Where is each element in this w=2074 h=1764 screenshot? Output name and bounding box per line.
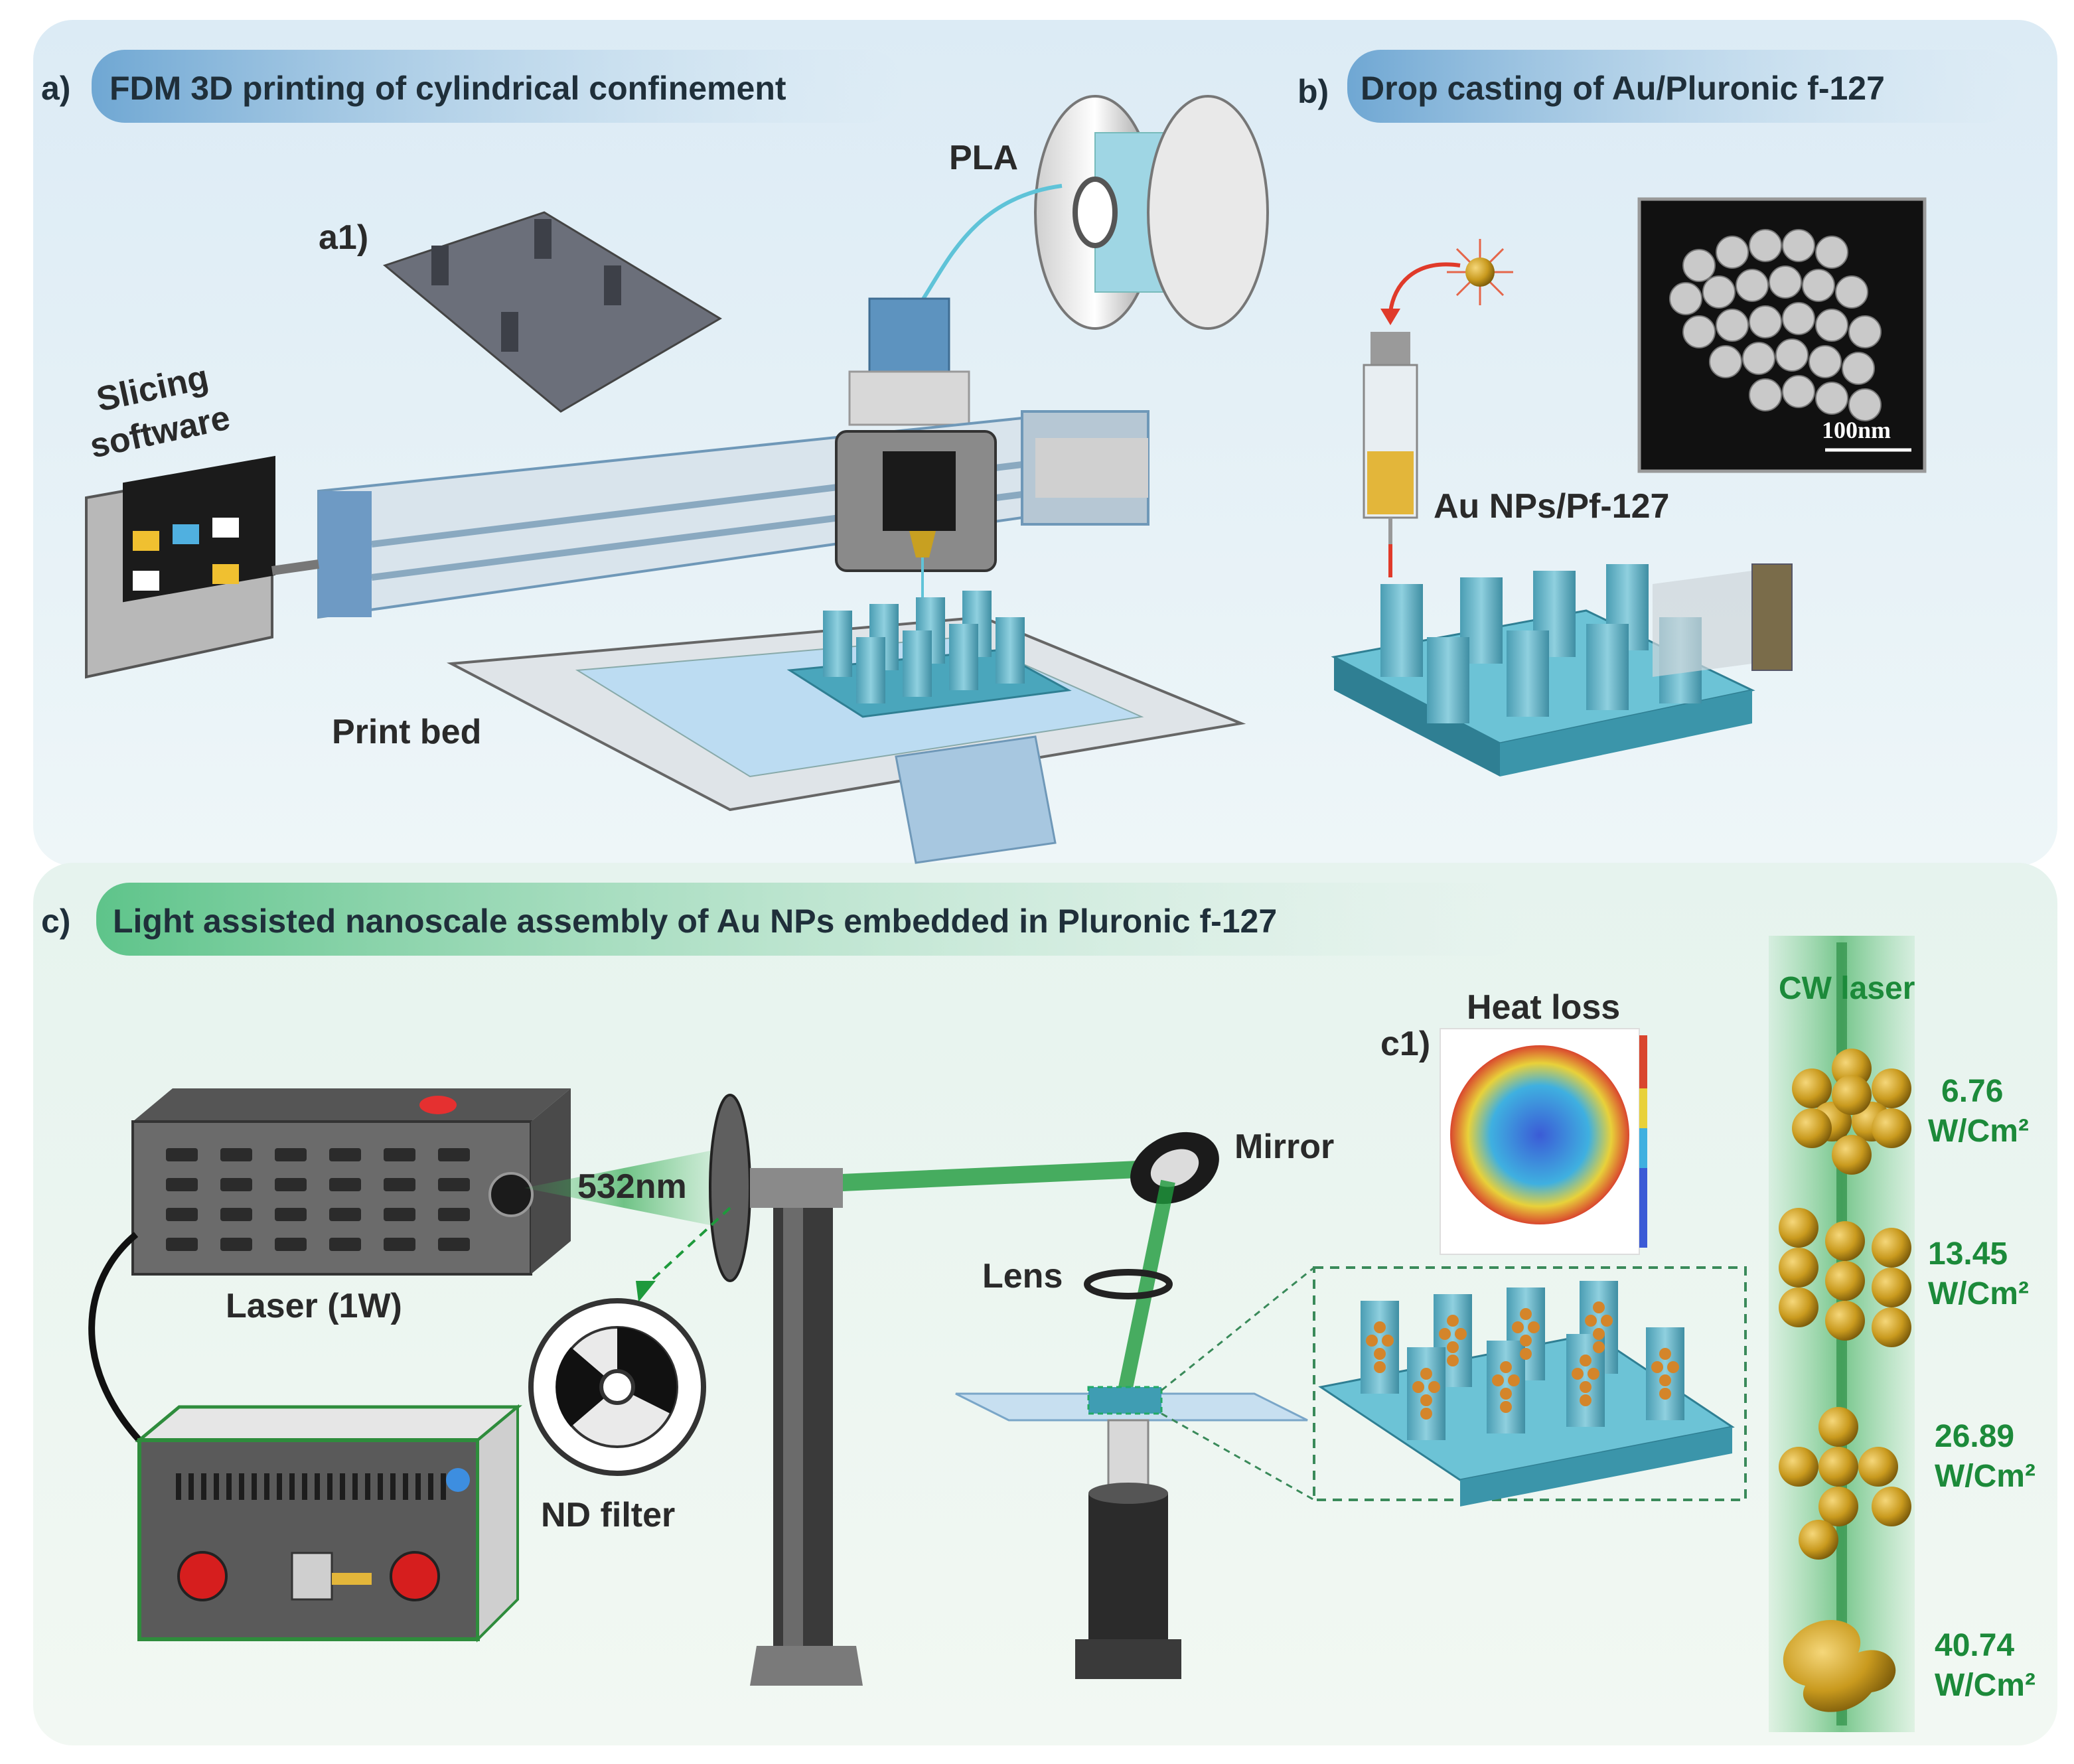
laser-cable (88, 1232, 142, 1443)
panel-b-banner (1347, 50, 2018, 123)
panel-c1-label: c1) (1380, 1025, 1430, 1063)
syringe (1363, 332, 1418, 577)
printed-plate-inset (382, 211, 722, 413)
power-value-4: 40.74 (1935, 1628, 2014, 1663)
sem-scale-bar: 100nm (1822, 417, 1891, 443)
mirror (1130, 1132, 1219, 1205)
extruder-motor (868, 297, 950, 373)
power-knob-left (177, 1551, 228, 1601)
filament-spool (1034, 95, 1269, 330)
panel-a-header: a) FDM 3D printing of cylindrical confin… (41, 50, 901, 123)
sem-particles (1669, 229, 1882, 421)
power-unit-1: W/Cm² (1928, 1114, 2029, 1149)
power-value-3: 26.89 (1935, 1419, 2014, 1454)
laser-setup-illustration: Laser (1W) 532nm ND filter (88, 936, 2036, 1732)
pla-label: PLA (949, 139, 1018, 177)
nanoparticle-arrow (1388, 262, 1461, 313)
panel-b-header: b) Drop casting of Au/Pluronic f-127 (1297, 50, 2018, 123)
nd-filter-wheel-icon (528, 1298, 706, 1476)
nd-filter-mount (709, 1094, 863, 1686)
panel-c-title: Light assisted nanoscale assembly of Au … (113, 903, 1277, 940)
panel-c-banner (96, 883, 1523, 956)
panel-c-letter: c) (41, 903, 70, 940)
sem-inset: 100nm (1637, 197, 1927, 473)
power-value-1: 6.76 (1941, 1074, 2003, 1109)
heat-loss-sphere (1450, 1045, 1629, 1224)
cw-laser-label: CW laser (1779, 971, 1915, 1006)
laser-vents (166, 1148, 470, 1251)
panel-a-banner (92, 50, 901, 123)
power-unit-2: W/Cm² (1928, 1276, 2029, 1311)
syringe-label: Au NPs/Pf-127 (1434, 487, 1669, 526)
sample-on-slide (1087, 1386, 1163, 1415)
lens (1084, 1269, 1173, 1299)
sample-stage (1075, 1419, 1181, 1679)
gold-cluster-1 (1792, 1049, 1911, 1175)
laser-beam-cone (524, 1148, 723, 1228)
panel-b-title: Drop casting of Au/Pluronic f-127 (1361, 70, 1885, 107)
power-knob-right (390, 1551, 440, 1601)
printed-plate-pillars (431, 219, 621, 352)
zoom-pillars (1361, 1281, 1684, 1440)
gold-nanoparticle-icon (1447, 239, 1513, 305)
zoom-box (1313, 1266, 1747, 1501)
power-unit-3: W/Cm² (1935, 1459, 2036, 1494)
laser-label: Laser (1W) (226, 1287, 402, 1325)
gold-cluster-2 (1779, 1208, 1911, 1347)
laser-source (131, 1088, 571, 1276)
printed-sample-pillars (823, 591, 1025, 703)
panel-b-letter: b) (1297, 73, 1329, 110)
drop-casting-illustration: Au NPs/Pf-127 100nm (1331, 197, 1927, 776)
power-supply-vents (176, 1473, 446, 1500)
power-unit-4: W/Cm² (1935, 1668, 2036, 1703)
nd-filter-label: ND filter (541, 1496, 675, 1534)
laser-power-supply (135, 1404, 522, 1643)
gold-cluster-4 (1783, 1620, 1896, 1712)
gold-cluster-3 (1779, 1407, 1911, 1560)
lens-label: Lens (982, 1257, 1063, 1295)
zoom-pillar-particles (1366, 1301, 1679, 1420)
wavelength-label: 532nm (577, 1167, 687, 1206)
panel-c-header: c) Light assisted nanoscale assembly of … (41, 883, 1523, 956)
power-value-2: 13.45 (1928, 1236, 2008, 1272)
nd-filter-pointer (642, 1207, 731, 1289)
mirror-label: Mirror (1234, 1128, 1334, 1166)
panel-a-letter: a) (41, 70, 70, 107)
panel-a-title: FDM 3D printing of cylindrical confineme… (110, 70, 786, 107)
filled-pillar-zoom (1751, 563, 1793, 671)
print-bed-label: Print bed (332, 713, 481, 751)
heat-loss-label: Heat loss (1467, 988, 1620, 1027)
panel-a1-label: a1) (319, 218, 368, 257)
